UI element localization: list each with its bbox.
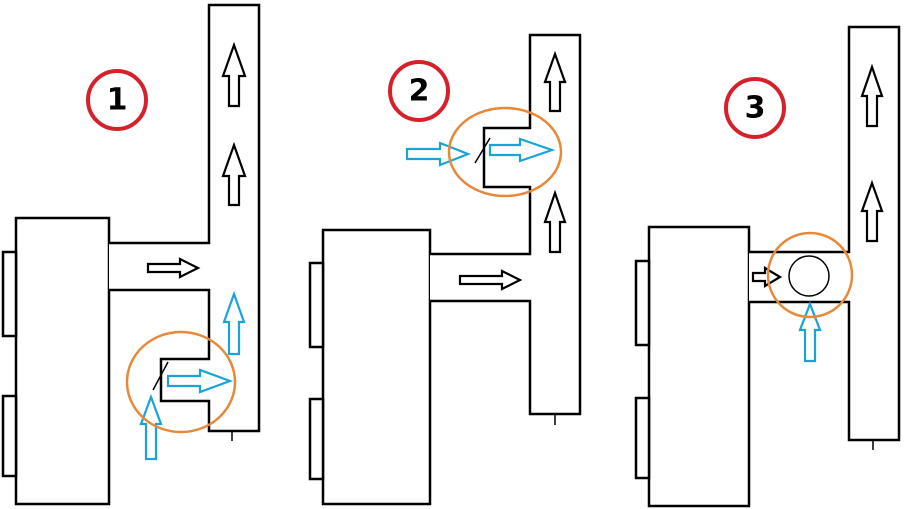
panel-number: 1 bbox=[107, 83, 128, 118]
flue-duct-and-chimney bbox=[430, 33, 582, 416]
flow-arrow-up bbox=[221, 141, 247, 207]
flue-duct-and-chimney bbox=[109, 3, 261, 433]
highlight-circle bbox=[766, 231, 854, 319]
stove-door-lower bbox=[634, 396, 651, 480]
flow-arrow-right bbox=[458, 269, 523, 291]
panel-number: 3 bbox=[745, 91, 766, 126]
stove-door-upper bbox=[1, 250, 18, 338]
air-arrow-right bbox=[405, 141, 472, 167]
air-arrow-right bbox=[166, 368, 234, 394]
stove-body bbox=[321, 228, 432, 506]
number-badge bbox=[388, 60, 450, 122]
stove-door-lower bbox=[1, 394, 18, 478]
flue-duct-and-chimney bbox=[749, 25, 901, 442]
stove-body bbox=[14, 216, 111, 506]
highlight-circle bbox=[125, 330, 237, 434]
flow-arrow-up bbox=[543, 50, 567, 113]
air-arrow-up bbox=[222, 290, 246, 356]
stove-body bbox=[647, 225, 751, 508]
air-arrow-up bbox=[798, 300, 822, 363]
number-badge bbox=[86, 69, 148, 131]
panel-1: 1 bbox=[1, 3, 261, 506]
flow-arrow-right bbox=[146, 257, 201, 279]
air-arrow-right bbox=[488, 137, 556, 163]
air-arrow-up bbox=[139, 393, 163, 461]
panel-2: 2 bbox=[308, 33, 582, 506]
damper-circle bbox=[788, 255, 830, 297]
flow-arrow-up bbox=[860, 63, 884, 128]
flow-arrow-up bbox=[860, 179, 884, 243]
stove-door-lower bbox=[308, 397, 325, 481]
damper bbox=[152, 361, 169, 391]
panel-3: 3 bbox=[634, 25, 901, 508]
stove-door-upper bbox=[308, 261, 325, 349]
stove-door-upper bbox=[634, 259, 651, 347]
number-badge bbox=[724, 77, 786, 139]
damper bbox=[474, 137, 491, 164]
flow-arrow-up bbox=[221, 41, 247, 108]
panel-number: 2 bbox=[409, 74, 430, 109]
flow-arrow-up bbox=[543, 189, 567, 254]
highlight-circle bbox=[447, 106, 563, 198]
flow-arrow-right bbox=[751, 266, 783, 288]
